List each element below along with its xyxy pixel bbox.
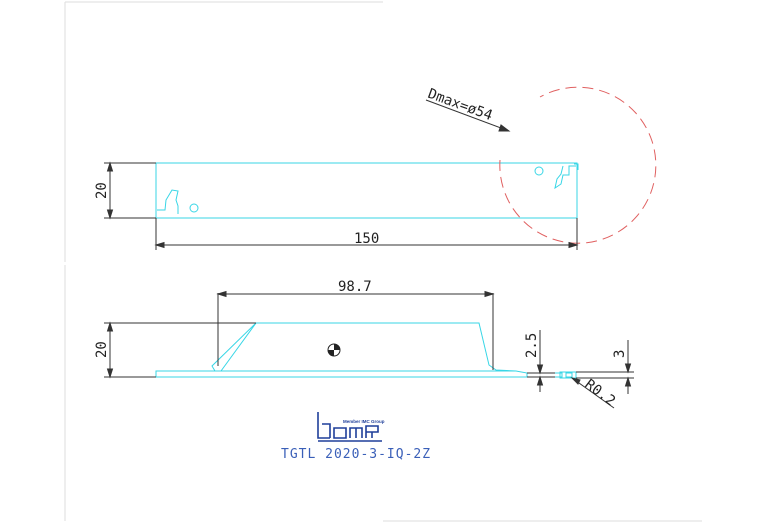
side-depth-dimension <box>527 330 555 392</box>
top-view-outline <box>155 162 579 219</box>
side-width-label: 98.7 <box>338 279 372 295</box>
part-number-caption: TGTL 2020-3-IQ-2Z <box>281 447 431 462</box>
side-depth-label: 2.5 <box>524 333 540 358</box>
top-view: Dmax=ø54 20 150 <box>94 86 657 250</box>
side-right-dimension <box>576 340 634 394</box>
top-height-label: 20 <box>94 182 110 199</box>
top-length-label: 150 <box>354 231 379 247</box>
side-right-label: 3 <box>612 350 628 358</box>
logo-tagline: Member IMC Group <box>343 419 385 424</box>
dmax-leader <box>425 99 511 132</box>
side-view: 98.7 20 2.5 3 <box>94 279 634 409</box>
sheet-frame <box>64 1 702 522</box>
logo-mark-icon <box>317 412 382 442</box>
side-height-label: 20 <box>94 341 110 358</box>
dmax-circle <box>499 86 657 244</box>
radius-leader <box>570 377 615 409</box>
side-view-outline <box>155 322 577 379</box>
radius-label: R0.2 <box>582 376 619 409</box>
center-mark-icon <box>327 343 341 357</box>
iscar-logo: Member IMC Group iscar <box>317 412 385 442</box>
top-length-dimension <box>154 218 579 250</box>
dmax-label: Dmax=ø54 <box>426 86 495 124</box>
top-height-dimension <box>104 161 156 220</box>
side-height-dimension <box>104 321 256 379</box>
side-width-dimension <box>216 290 495 370</box>
